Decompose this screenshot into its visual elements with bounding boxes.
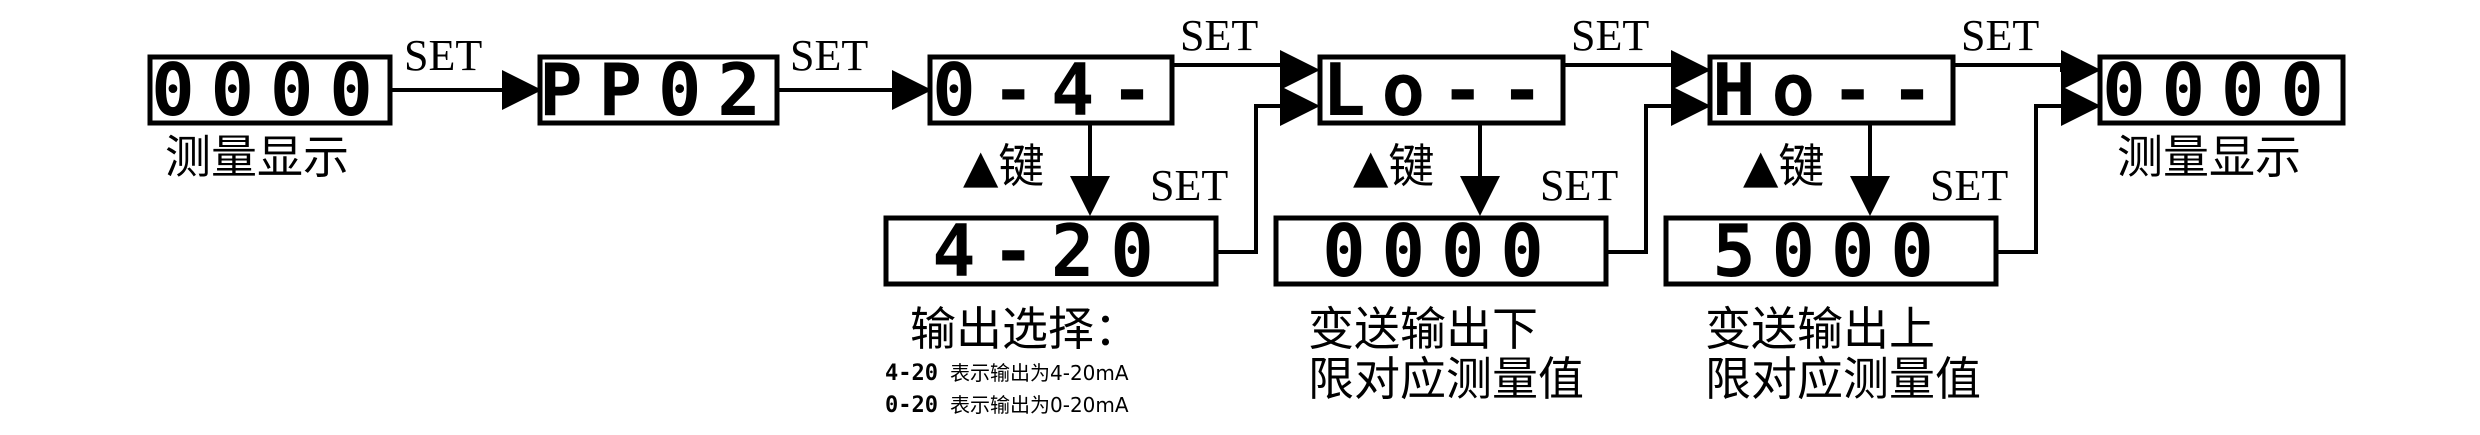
note2-code: 0-20 [885, 393, 938, 418]
set-label-3: SET [1180, 11, 1258, 60]
display-9: 5000 [1663, 209, 1999, 293]
display-4: Lo-- [1317, 48, 1566, 132]
upper-limit-label-line2: 限对应测量值 [1705, 352, 1981, 406]
display-2-value: PP02 [539, 48, 776, 132]
display-8-value: 0000 [1322, 209, 1559, 293]
display-6: 0000 [2097, 48, 2346, 132]
display-2: PP02 [537, 48, 780, 132]
display-1-value: 0000 [151, 48, 388, 132]
upper-limit-label-line1: 变送输出上 [1705, 302, 1935, 356]
note1-code: 4-20 [885, 361, 938, 386]
lower-limit-label-line1: 变送输出下 [1308, 302, 1538, 356]
display-4-value: Lo-- [1322, 48, 1559, 132]
set-label-2: SET [790, 31, 868, 80]
arrow-d9-d6 [1996, 86, 2101, 254]
set-label-5: SET [1961, 11, 2039, 60]
display-9-value: 5000 [1712, 209, 1949, 293]
display-8: 0000 [1273, 209, 1609, 293]
arrow-d5-d6 [1953, 50, 2101, 90]
display-7: 4-20 [883, 209, 1219, 293]
lower-limit-label-line2: 限对应测量值 [1308, 352, 1584, 406]
set-label-6: SET [1150, 161, 1228, 210]
display-5: Ho-- [1707, 48, 1956, 132]
output-select-label: 输出选择： [910, 302, 1140, 356]
arrow-d8-d5 [1606, 86, 1711, 254]
up-key-label-2: ▲键 [1353, 139, 1434, 193]
display-3: 0-4- [927, 48, 1175, 132]
set-label-7: SET [1540, 161, 1618, 210]
display-6-value: 0000 [2102, 48, 2339, 132]
display-7-value: 4-20 [932, 209, 1169, 293]
set-label-8: SET [1930, 161, 2008, 210]
note1-text: 表示输出为4-20mA [950, 361, 1129, 385]
arrow-d7-d4 [1216, 86, 1320, 254]
arrow-d3-d4 [1172, 50, 1320, 90]
measure-display-label-left: 测量显示 [165, 130, 349, 184]
measure-display-label-right: 测量显示 [2117, 130, 2301, 184]
display-3-value: 0-4- [932, 48, 1169, 132]
display-5-value: Ho-- [1712, 48, 1949, 132]
note2-text: 表示输出为0-20mA [950, 393, 1129, 417]
arrow-d4-d5 [1563, 50, 1711, 90]
up-key-label-1: ▲键 [963, 139, 1044, 193]
set-label-4: SET [1571, 11, 1649, 60]
up-key-label-3: ▲键 [1743, 139, 1824, 193]
display-1: 0000 [147, 48, 393, 132]
set-label-1: SET [404, 31, 482, 80]
connectors [390, 50, 2101, 254]
